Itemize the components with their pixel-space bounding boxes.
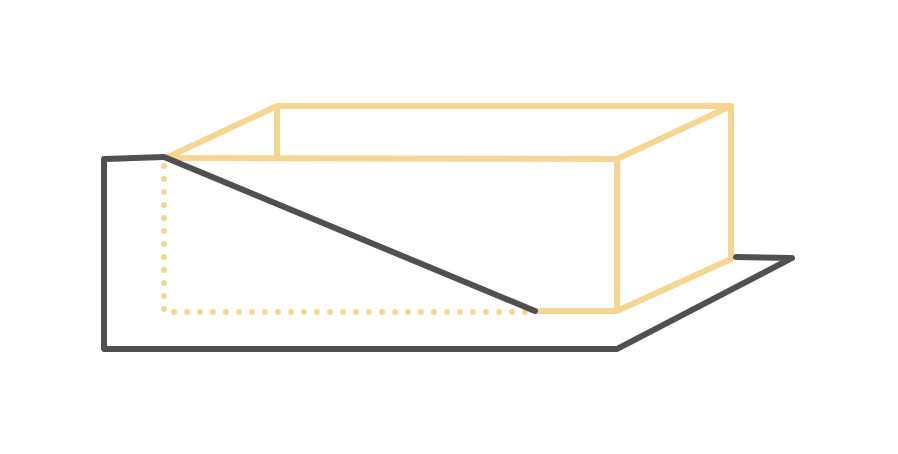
box-hidden-edge-dotted bbox=[161, 163, 538, 315]
box-top-back-edge bbox=[163, 103, 734, 162]
platform-outline bbox=[101, 154, 795, 352]
ramp-slope-line bbox=[161, 154, 538, 314]
box-front-right-face bbox=[614, 103, 734, 314]
ramp-outline bbox=[101, 154, 795, 352]
wireframe-box bbox=[161, 103, 734, 315]
